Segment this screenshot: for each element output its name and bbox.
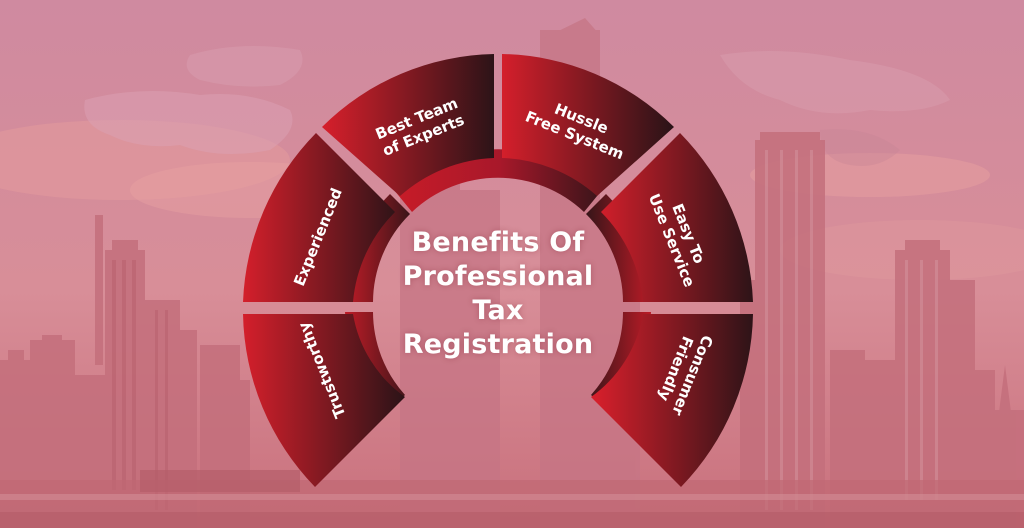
title-line-3: Tax (472, 295, 524, 326)
segment-hussle-free[interactable] (502, 54, 674, 196)
inner-ring-left (345, 194, 410, 302)
title-line-4: Registration (402, 329, 594, 360)
title-line-2: Professional (402, 261, 594, 292)
title-line-1: Benefits Of (411, 227, 585, 258)
diagram-title: Benefits Of Professional Tax Registratio… (378, 226, 618, 362)
inner-ring-right (586, 194, 651, 302)
segment-trustworthy[interactable] (243, 314, 405, 487)
segment-best-team[interactable] (322, 54, 494, 196)
segment-experienced[interactable] (243, 133, 395, 302)
segment-consumer-friendly[interactable] (591, 314, 753, 487)
segment-easy-to-use[interactable] (601, 133, 753, 302)
